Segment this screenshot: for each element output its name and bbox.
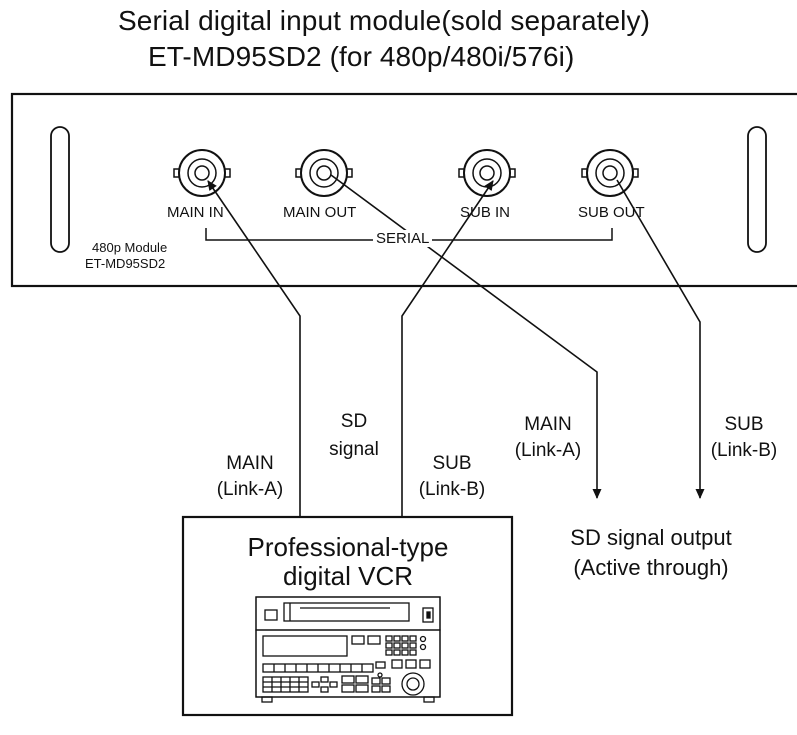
module-name-line2: ET-MD95SD2 — [85, 256, 166, 271]
diagram-title-line1: Serial digital input module(sold separat… — [118, 5, 651, 36]
bnc-connector-icon — [581, 149, 639, 197]
serial-label: SERIAL — [373, 230, 433, 247]
sd-signal-label-line2: signal — [329, 439, 379, 460]
sub-in-cable-label-line1: SUB — [432, 453, 472, 474]
main-in-cable-label-line2: (Link-A) — [216, 479, 284, 500]
main-out-label: MAIN OUT — [283, 204, 357, 221]
main-in-label: MAIN IN — [167, 204, 224, 221]
sub-in-cable-label-line2: (Link-B) — [418, 479, 486, 500]
main-out-cable-label-line1: MAIN — [524, 414, 572, 435]
vcr-label-line2: digital VCR — [282, 561, 414, 591]
main-in-cable — [207, 180, 301, 517]
sub-in-label: SUB IN — [460, 204, 511, 221]
module-name-line1: 480p Module — [92, 240, 168, 255]
sub-out-cable-label-line1: SUB — [724, 414, 764, 435]
sd-signal-label-line1: SD — [340, 411, 368, 432]
sub-out-cable — [616, 179, 705, 499]
sub-in-cable — [401, 180, 494, 517]
left-handle-slot — [50, 126, 70, 253]
vcr-label-line1: Professional-type — [247, 532, 449, 562]
vcr-device-icon — [255, 596, 441, 703]
sd-output-label-line1: SD signal output — [570, 525, 732, 550]
bnc-connector-icon — [295, 149, 353, 197]
main-in-cable-label-line1: MAIN — [226, 453, 274, 474]
right-handle-slot — [747, 126, 767, 253]
sd-output-label-line2: (Active through) — [573, 555, 729, 580]
diagram-title-line2: ET-MD95SD2 (for 480p/480i/576i) — [148, 41, 575, 72]
main-out-cable-label-line2: (Link-A) — [514, 440, 582, 461]
sub-out-label: SUB OUT — [578, 204, 645, 221]
sub-out-cable-label-line2: (Link-B) — [710, 440, 778, 461]
module-panel — [10, 92, 797, 288]
